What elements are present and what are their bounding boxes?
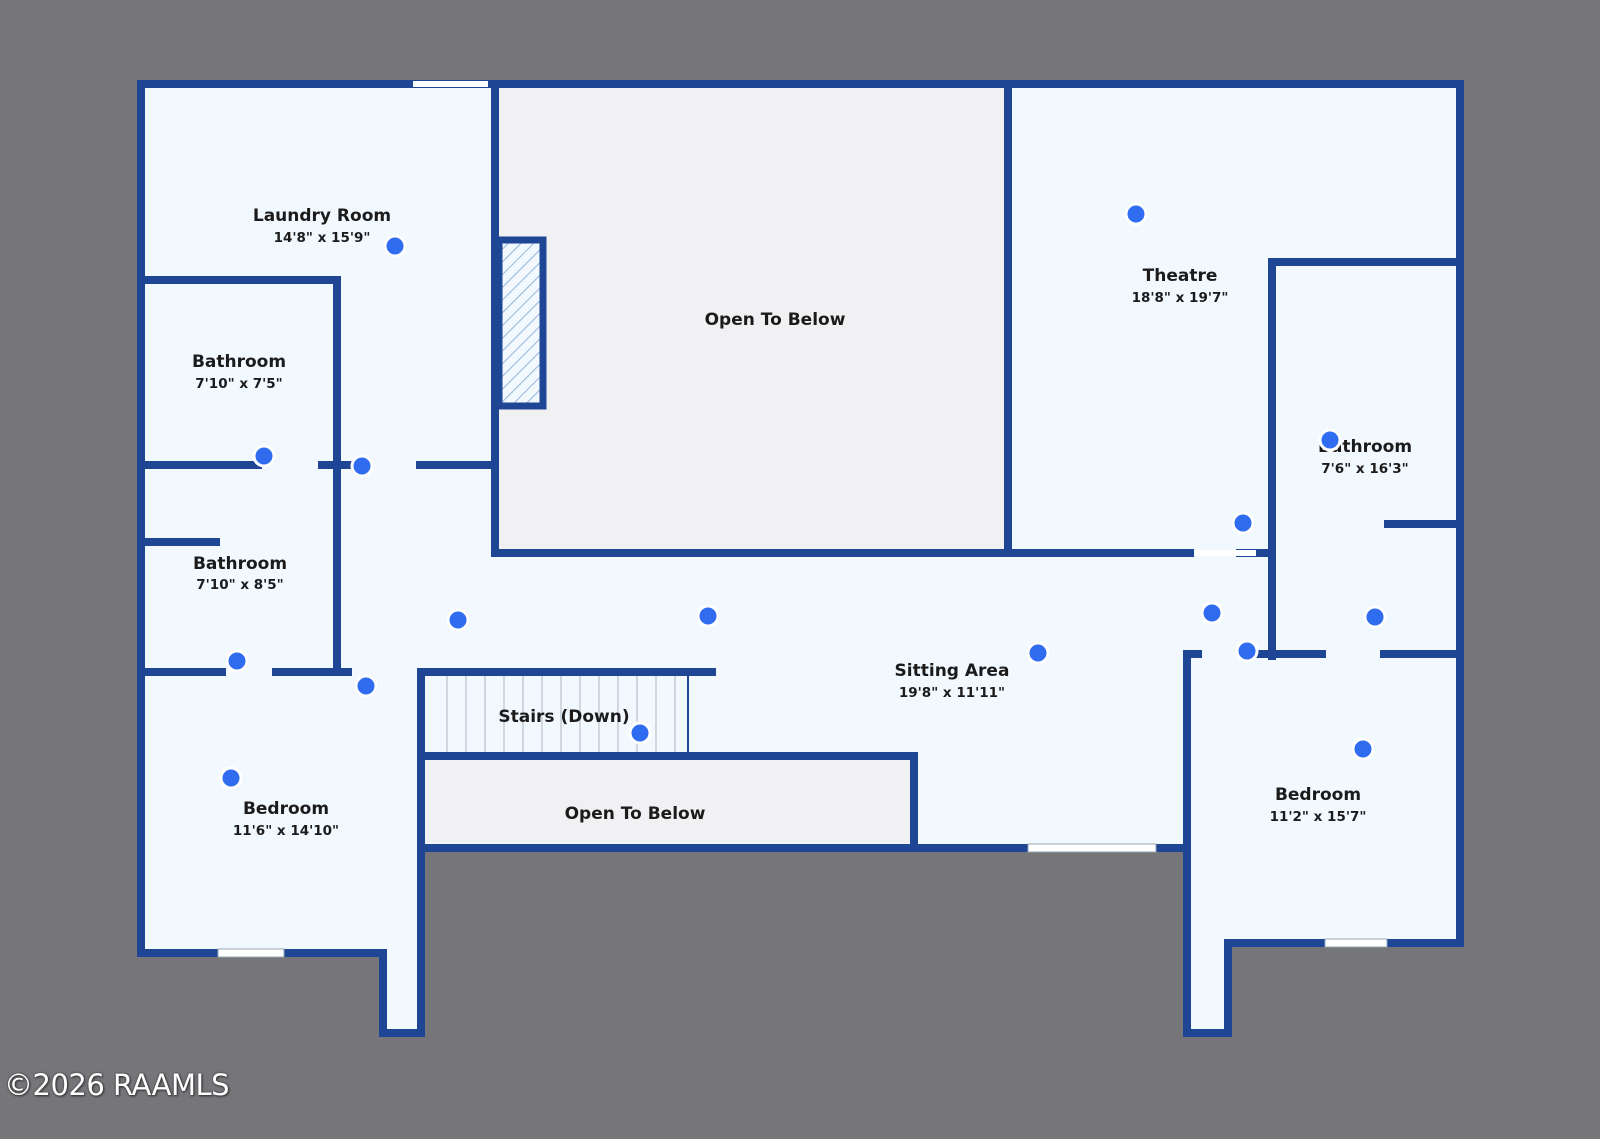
- theatre-name: Theatre: [1143, 266, 1218, 286]
- camera-view-marker-icon[interactable]: [383, 234, 407, 258]
- open-to-below-top-name: Open To Below: [705, 310, 846, 330]
- windows: [217, 843, 1388, 958]
- copyright-watermark: ©2026 RAAMLS: [4, 1068, 230, 1102]
- sitting-area-name: Sitting Area: [895, 661, 1010, 681]
- bathroom-3-name: Bathroom: [1318, 437, 1412, 457]
- camera-view-marker-icon[interactable]: [696, 604, 720, 628]
- bathroom-1-name: Bathroom: [192, 352, 286, 372]
- laundry-room-dim: 14'8" x 15'9": [274, 230, 371, 246]
- camera-view-marker-icon[interactable]: [1200, 601, 1224, 625]
- camera-view-marker-icon[interactable]: [1026, 641, 1050, 665]
- stairs-treads: [446, 676, 676, 752]
- open-to-below-top-area: [495, 86, 1008, 553]
- bedroom-left-dim: 11'6" x 14'10": [233, 823, 339, 839]
- bedroom-right-dim: 11'2" x 15'7": [1270, 809, 1367, 825]
- open-to-below-bottom-name: Open To Below: [565, 804, 706, 824]
- camera-view-marker-icon[interactable]: [219, 766, 243, 790]
- bathroom-2-dim: 7'10" x 8'5": [196, 577, 283, 593]
- laundry-room-name: Laundry Room: [253, 206, 391, 226]
- camera-view-marker-icon[interactable]: [1318, 428, 1342, 452]
- camera-view-marker-icon[interactable]: [350, 454, 374, 478]
- camera-view-marker-icon[interactable]: [1351, 737, 1375, 761]
- camera-view-marker-icon[interactable]: [1231, 511, 1255, 535]
- open-to-below-bottom-area: [423, 758, 914, 843]
- camera-view-marker-icon[interactable]: [1124, 202, 1148, 226]
- door-openings: [413, 81, 1256, 556]
- chase-hatch: [495, 236, 547, 410]
- camera-view-marker-icon[interactable]: [354, 674, 378, 698]
- camera-view-marker-icon[interactable]: [628, 721, 652, 745]
- camera-view-marker-icon[interactable]: [446, 608, 470, 632]
- bathroom-3-dim: 7'6" x 16'3": [1321, 461, 1408, 477]
- view-markers: [219, 202, 1387, 790]
- stairs-name: Stairs (Down): [498, 707, 629, 727]
- theatre-dim: 18'8" x 19'7": [1132, 290, 1229, 306]
- bedroom-left-name: Bedroom: [243, 799, 329, 819]
- bathroom-2-name: Bathroom: [193, 554, 287, 574]
- bedroom-right-name: Bedroom: [1275, 785, 1361, 805]
- camera-view-marker-icon[interactable]: [225, 649, 249, 673]
- sitting-area-dim: 19'8" x 11'11": [899, 685, 1005, 701]
- camera-view-marker-icon[interactable]: [252, 444, 276, 468]
- camera-view-marker-icon[interactable]: [1235, 639, 1259, 663]
- camera-view-marker-icon[interactable]: [1363, 605, 1387, 629]
- bathroom-1-dim: 7'10" x 7'5": [195, 376, 282, 392]
